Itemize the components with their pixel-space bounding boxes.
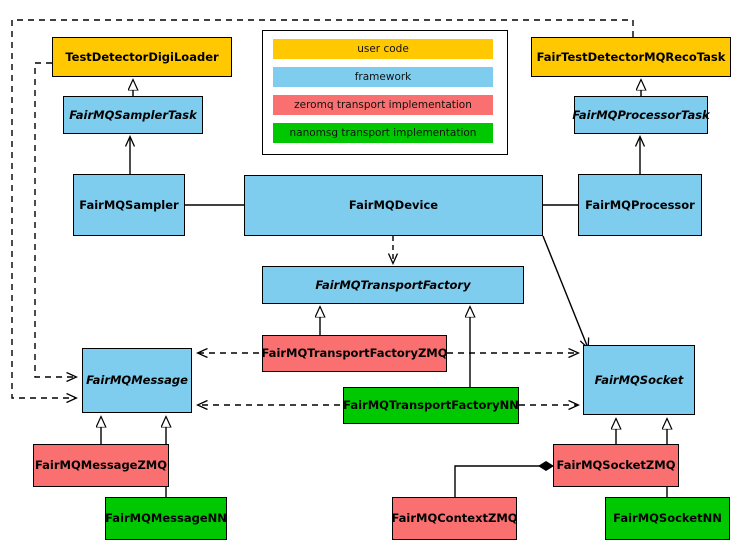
legend-item-nanomsg: nanomsg transport implementation [273, 123, 493, 143]
legend-label-zeromq: zeromq transport implementation [294, 99, 472, 111]
legend-item-zeromq: zeromq transport implementation [273, 95, 493, 115]
class-box-fairmqprocessortask[interactable]: FairMQProcessorTask [572, 96, 710, 134]
edge-recotask-to-message [11, 19, 634, 398]
class-box-fairmqtransportfactoryzmq[interactable]: FairMQTransportFactoryZMQ [262, 335, 448, 372]
class-box-fairmqsocketzmq[interactable]: FairMQSocketZMQ [553, 444, 679, 487]
class-box-fairmqtransportfactory[interactable]: FairMQTransportFactory [262, 266, 524, 304]
legend-label-user-code: user code [357, 43, 409, 55]
class-box-fairmqdevice[interactable]: FairMQDevice [244, 175, 543, 236]
class-box-fairmqprocessor[interactable]: FairMQProcessor [578, 174, 702, 236]
edge-device-to-socket [542, 235, 588, 348]
class-box-fairtestdetectormqrecotask[interactable]: FairTestDetectorMQRecoTask [531, 37, 731, 77]
class-box-fairmqcontextzmq[interactable]: FairMQContextZMQ [391, 497, 518, 540]
legend-label-nanomsg: nanomsg transport implementation [289, 127, 477, 139]
class-box-fairmqtransportfactorynn[interactable]: FairMQTransportFactoryNN [343, 387, 519, 424]
class-box-fairmqsocketnn[interactable]: FairMQSocketNN [605, 497, 730, 540]
edge-socketzmq-contextzmq [454, 466, 552, 497]
legend-label-framework: framework [354, 71, 412, 83]
class-box-fairmqmessage[interactable]: FairMQMessage [82, 348, 192, 413]
class-box-testdetectordigiloader[interactable]: TestDetectorDigiLoader [52, 37, 232, 77]
legend-panel: user code framework zeromq transport imp… [262, 30, 508, 155]
class-box-fairmqsampler[interactable]: FairMQSampler [73, 174, 185, 236]
class-box-fairmqmessagenn[interactable]: FairMQMessageNN [105, 497, 227, 540]
class-box-fairmqsocket[interactable]: FairMQSocket [583, 345, 695, 415]
legend-item-user-code: user code [273, 39, 493, 59]
class-box-fairmqmessagezmq[interactable]: FairMQMessageZMQ [33, 444, 169, 487]
class-box-fairmqsamplertask[interactable]: FairMQSamplerTask [63, 96, 203, 134]
legend-item-framework: framework [273, 67, 493, 87]
